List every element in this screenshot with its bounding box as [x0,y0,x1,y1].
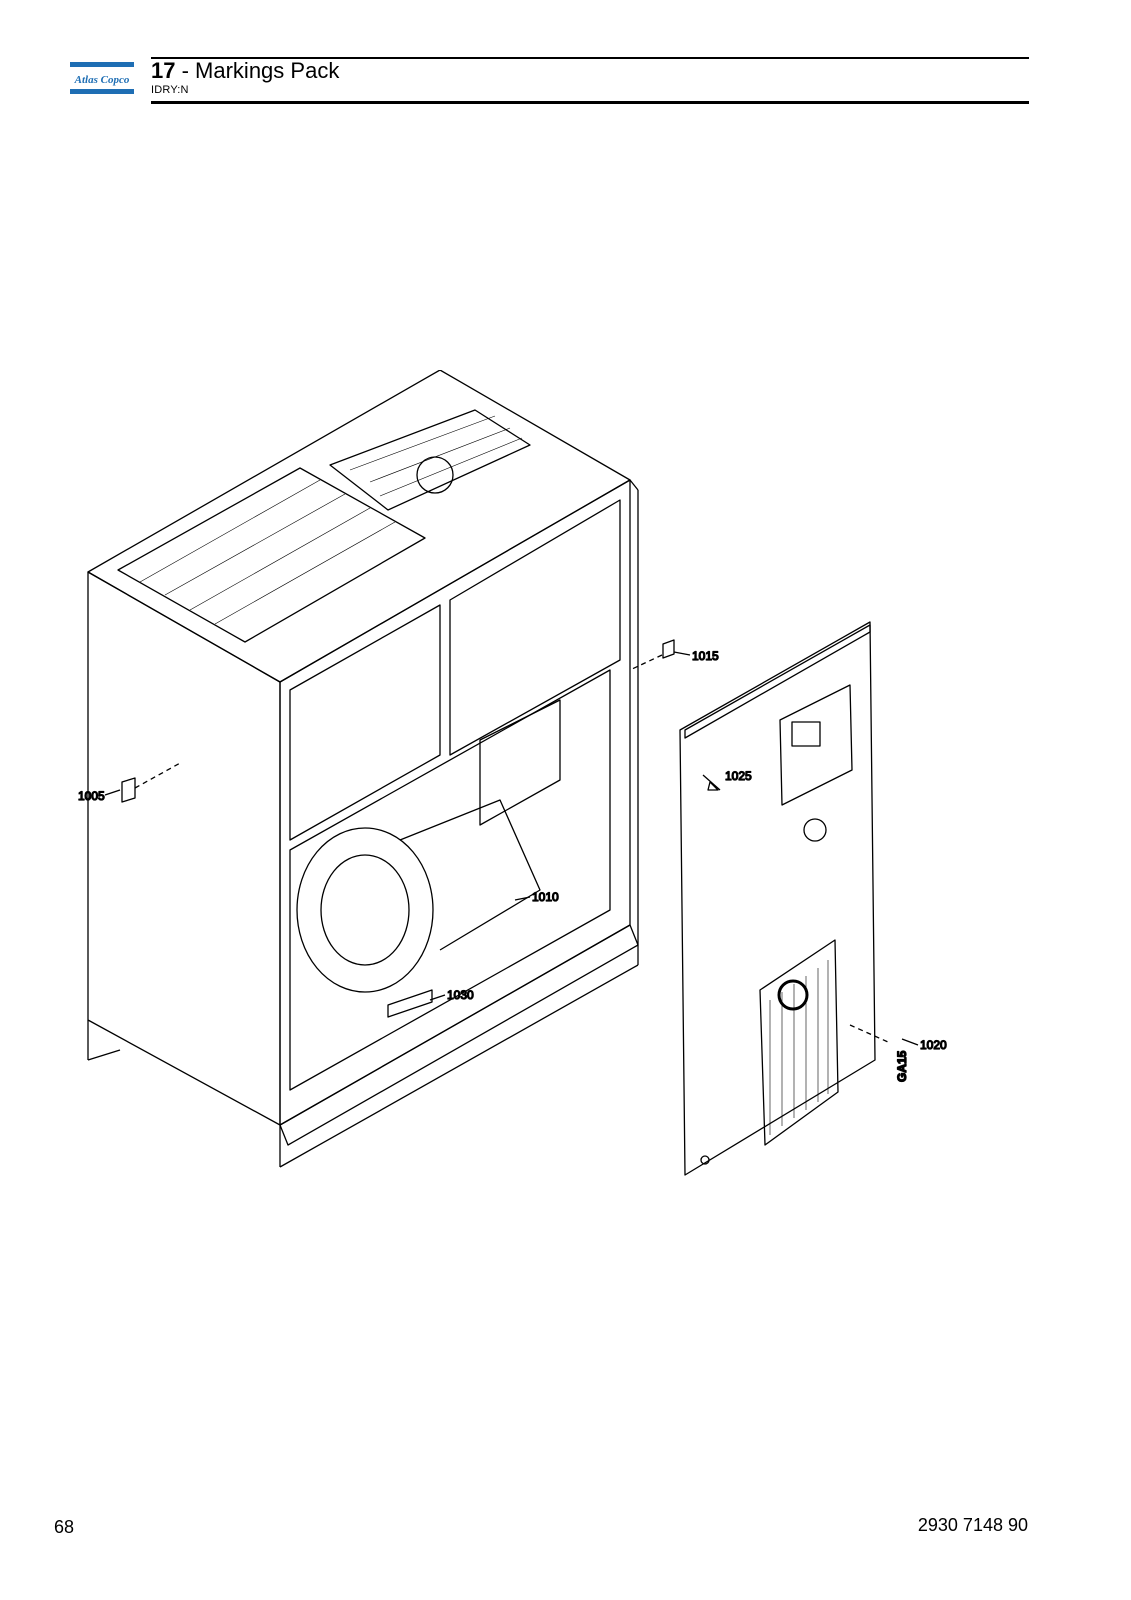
section-name: Markings Pack [195,58,340,83]
front-door-panel [679,621,876,1176]
section-separator: - [175,58,196,83]
callout-1025: 1025 [725,769,752,783]
callout-1030: 1030 [447,988,474,1002]
page-number: 68 [54,1517,75,1537]
section-number: 17 [151,58,176,83]
callout-1005: 1005 [78,789,105,803]
document-number: 2930 7148 90 [917,1515,1028,1535]
section-title: 17 - Markings Pack [151,58,339,84]
compressor-cabinet [87,370,639,1168]
svg-text:Atlas Copco: Atlas Copco [74,74,130,86]
panel-badge-ga15: GA15 [895,1050,909,1082]
callout-1010: 1010 [532,890,559,904]
callout-leaders [104,639,919,1046]
header-bottom-rule [151,101,1029,104]
callout-1020: 1020 [920,1038,947,1052]
callout-1015: 1015 [692,649,719,663]
section-subtitle: IDRY:N [151,84,189,96]
compressor-exploded-drawing: 1005 1010 1015 1020 1025 1030 GA15 [77,370,948,1176]
header-top-rule [151,57,1029,59]
atlas-copco-logo: Atlas Copco [70,62,134,94]
